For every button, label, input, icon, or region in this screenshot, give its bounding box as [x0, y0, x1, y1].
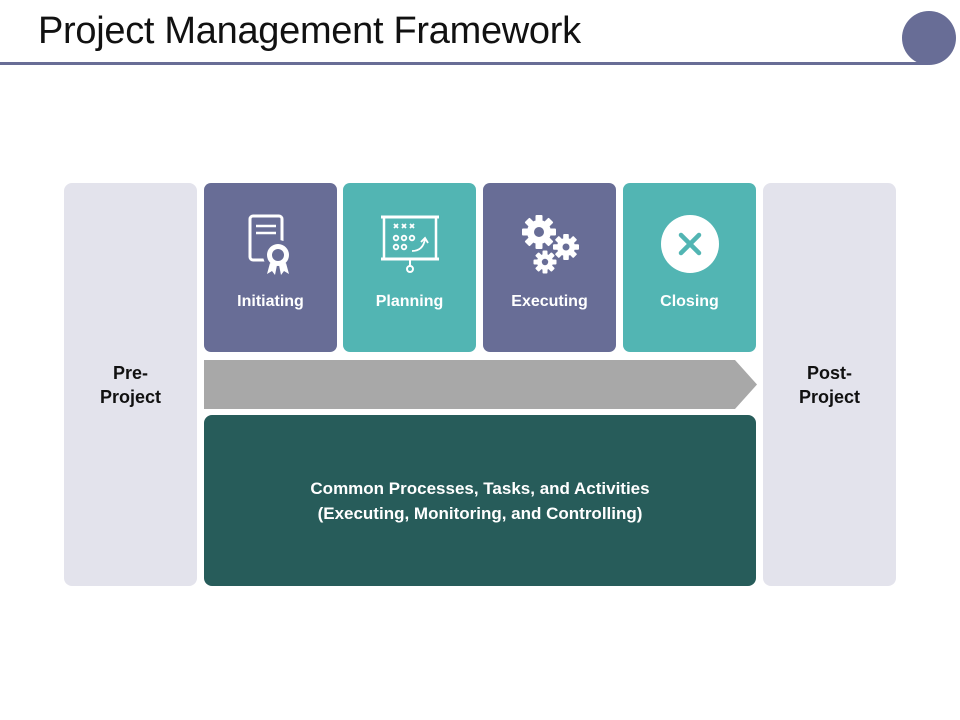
post-project-label: Post- Project: [798, 362, 861, 407]
post-project-panel: Post- Project: [763, 183, 896, 586]
phase-label: Initiating: [237, 293, 304, 310]
close-circle-icon: [661, 215, 719, 273]
common-processes-panel: Common Processes, Tasks, and Activities …: [204, 415, 756, 586]
phase-initiating: Initiating: [204, 183, 337, 352]
phase-closing: Closing: [623, 183, 756, 352]
phase-executing: Executing: [483, 183, 616, 352]
strategy-board-icon: [381, 215, 439, 273]
pre-project-label: Pre- Project: [99, 362, 162, 407]
phase-label: Executing: [511, 293, 588, 310]
progress-arrow: [204, 360, 757, 409]
corner-decoration: [902, 11, 956, 65]
phase-label: Closing: [660, 293, 719, 310]
phase-label: Planning: [375, 293, 444, 310]
phase-planning: Planning: [343, 183, 476, 352]
page-title: Project Management Framework: [38, 10, 581, 52]
pre-project-panel: Pre- Project: [64, 183, 197, 586]
common-processes-line2: (Executing, Monitoring, and Controlling): [317, 503, 643, 523]
certificate-icon: [248, 214, 293, 275]
common-processes-line1: Common Processes, Tasks, and Activities: [310, 478, 650, 498]
gears-icon: [522, 215, 579, 274]
title-divider: [0, 62, 928, 65]
